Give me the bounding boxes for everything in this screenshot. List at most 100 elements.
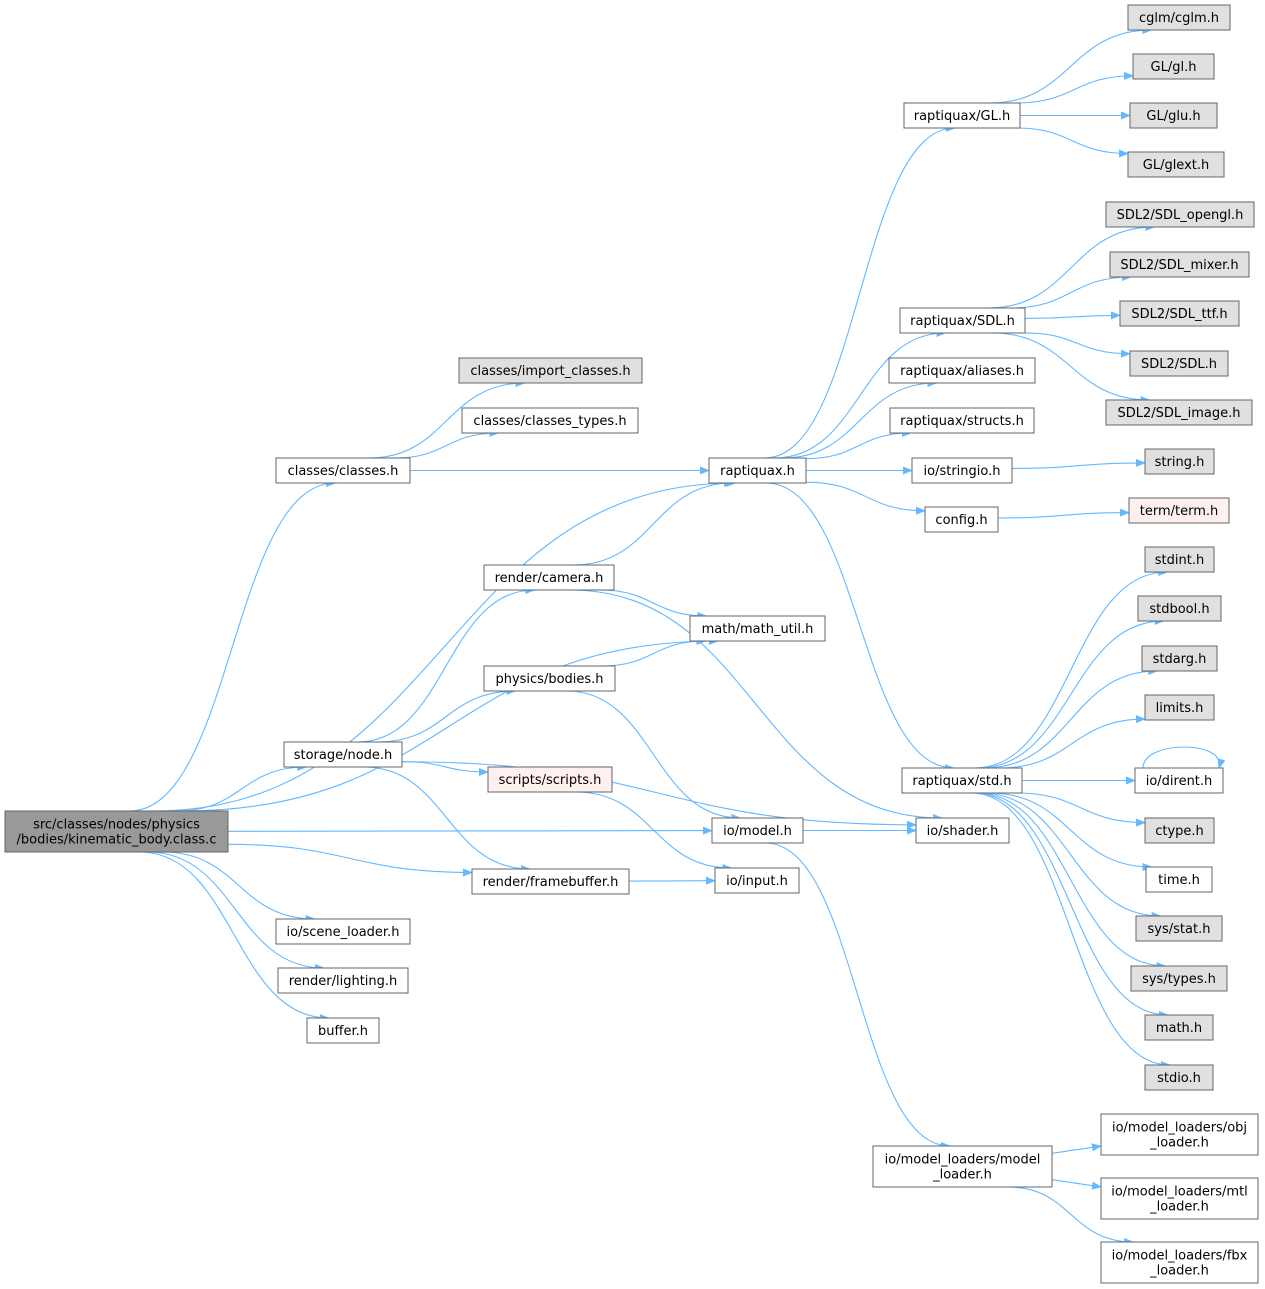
node-sdl-mixer[interactable]: SDL2/SDL_mixer.h [1109,251,1250,278]
node-label: physics/bodies.h [495,672,603,687]
node-obj-loader[interactable]: io/model_loaders/obj_loader.h [1100,1113,1259,1156]
node-box [1144,546,1215,573]
node-scripts[interactable]: scripts/scripts.h [487,766,613,793]
node-root[interactable]: src/classes/nodes/physics/bodies/kinemat… [4,810,229,853]
node-stdbool[interactable]: stdbool.h [1137,595,1222,622]
node-raptiquax[interactable]: raptiquax.h [708,457,807,484]
node-stdarg[interactable]: stdarg.h [1141,645,1218,672]
edge-node-to-bodies [376,687,517,743]
node-ralias[interactable]: raptiquax/aliases.h [888,357,1036,384]
node-import-classes[interactable]: classes/import_classes.h [458,357,643,384]
node-box [1144,817,1215,844]
node-time-h[interactable]: time.h [1145,866,1213,893]
node-sdl-h[interactable]: SDL2/SDL.h [1129,350,1229,377]
edge-rstd-to-stdarg [984,667,1159,769]
node-classes-h[interactable]: classes/classes.h [275,457,411,484]
node-box [283,741,403,768]
node-box [1144,694,1215,721]
node-shader[interactable]: io/shader.h [915,817,1010,844]
edge-root-to-raptiquax [152,479,737,812]
node-label: GL/glu.h [1146,109,1200,124]
node-box [306,1017,380,1044]
edge-rstd-to-stdint [974,568,1169,769]
node-sdl-ttf[interactable]: SDL2/SDL_ttf.h [1119,300,1240,327]
node-box [1105,399,1253,426]
edge-rstd-to-ctype [1016,792,1146,827]
node-stdio[interactable]: stdio.h [1144,1064,1214,1091]
node-rsdl[interactable]: raptiquax/SDL.h [899,307,1026,334]
node-box [471,868,630,895]
edge-camera-to-raptiquax [573,479,735,566]
node-label: term/term.h [1140,504,1219,519]
edge-rstd-to-math_h [972,792,1170,1019]
edge-classes_h-to-classes_types [394,429,500,459]
node-box [1100,1241,1259,1284]
node-label: SDL2/SDL_ttf.h [1131,307,1227,322]
node-label: io/model.h [723,824,792,839]
edge-raptiquax-to-rgl [764,124,956,459]
node-box [483,665,616,692]
node-box [889,407,1035,434]
node-string-h[interactable]: string.h [1144,448,1215,475]
node-model[interactable]: io/model.h [711,817,804,844]
node-config[interactable]: config.h [924,506,999,533]
node-cglm[interactable]: cglm/cglm.h [1127,4,1231,31]
node-lighting[interactable]: render/lighting.h [277,967,409,994]
node-ctype[interactable]: ctype.h [1144,817,1215,844]
node-bodies[interactable]: physics/bodies.h [483,665,616,692]
node-box [487,766,613,793]
node-rstructs[interactable]: raptiquax/structs.h [889,407,1035,434]
node-label: render/framebuffer.h [483,875,619,890]
node-label: io/dirent.h [1146,774,1213,789]
edge-raptiquax-to-config [805,481,926,515]
node-label: raptiquax.h [720,464,795,479]
node-box [924,506,999,533]
node-rstd[interactable]: raptiquax/std.h [901,767,1023,794]
node-fbx-loader[interactable]: io/model_loaders/fbx_loader.h [1100,1241,1259,1284]
node-box [1144,448,1215,475]
node-label: time.h [1158,873,1200,888]
node-limits[interactable]: limits.h [1144,694,1215,721]
node-classes-types[interactable]: classes/classes_types.h [461,407,639,434]
node-label: math/math_util.h [702,622,814,637]
edge-node-to-framebuffer [363,766,532,873]
node-input[interactable]: io/input.h [714,867,800,894]
node-term[interactable]: term/term.h [1128,497,1230,524]
node-stringio[interactable]: io/stringio.h [911,457,1013,484]
node-label: ctype.h [1155,824,1204,839]
node-sdl-image[interactable]: SDL2/SDL_image.h [1105,399,1253,426]
node-model-loader[interactable]: io/model_loaders/model_loader.h [872,1145,1053,1188]
node-label: io/model_loaders/model [885,1153,1041,1168]
node-mathutil[interactable]: math/math_util.h [689,615,826,642]
node-systypes[interactable]: sys/types.h [1130,965,1228,992]
edge-rgl-to-glext [1016,127,1129,158]
edges-layer [129,26,1226,1246]
node-label: classes/classes_types.h [473,414,626,429]
edge-rstd-to-sysstat [980,792,1162,920]
node-box [1127,4,1231,31]
node-label: io/scene_loader.h [287,925,400,940]
node-node[interactable]: storage/node.h [283,741,403,768]
node-label: string.h [1155,455,1205,470]
edge-root-to-mathutil [181,637,720,812]
node-gluh[interactable]: GL/glu.h [1129,102,1218,129]
node-sdl-opengl[interactable]: SDL2/SDL_opengl.h [1105,201,1255,228]
node-label: SDL2/SDL_opengl.h [1117,208,1244,223]
node-glh[interactable]: GL/gl.h [1132,53,1215,80]
node-glext[interactable]: GL/glext.h [1127,151,1225,178]
node-box [1144,1014,1214,1041]
node-camera[interactable]: render/camera.h [483,564,615,591]
node-scene-loader[interactable]: io/scene_loader.h [275,918,411,945]
node-label: scripts/scripts.h [499,773,602,788]
node-math-h[interactable]: math.h [1144,1014,1214,1041]
edge-rgl-to-cglm [989,26,1153,104]
node-stdint[interactable]: stdint.h [1144,546,1215,573]
node-buffer[interactable]: buffer.h [306,1017,380,1044]
node-sysstat[interactable]: sys/stat.h [1135,915,1223,942]
node-mtl-loader[interactable]: io/model_loaders/mtl_loader.h [1100,1177,1259,1220]
node-framebuffer[interactable]: render/framebuffer.h [471,868,630,895]
node-dirent[interactable]: io/dirent.h [1134,767,1224,794]
node-rgl[interactable]: raptiquax/GL.h [903,102,1021,129]
node-label: raptiquax/structs.h [900,414,1024,429]
